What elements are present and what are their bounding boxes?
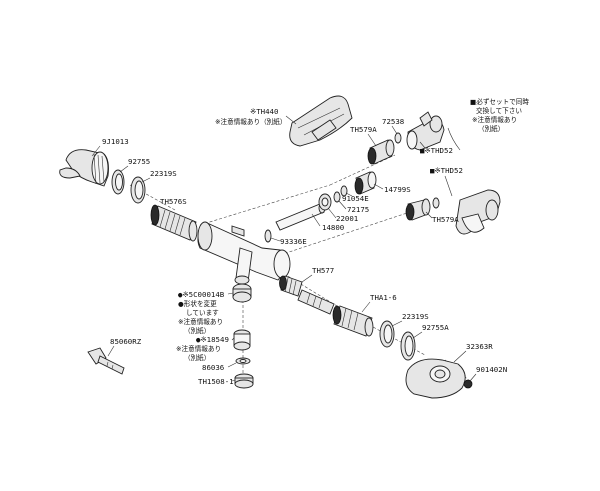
- part-72175-washer: [333, 191, 341, 203]
- note-bottom-1: ※注意情報あり: [176, 344, 221, 353]
- label-thd52-top: ■※THD52: [420, 146, 453, 155]
- label-5c00014b: ●※5C00014B: [178, 290, 225, 299]
- part-th576s-cartridge: [150, 204, 198, 242]
- label-th440: ※TH440: [250, 107, 278, 116]
- label-72538: 72538: [382, 117, 404, 126]
- label-14800: 14800: [322, 223, 344, 232]
- part-th440-cover: [289, 95, 353, 147]
- label-th440-note: ※注意情報あり（別紙）: [215, 117, 286, 126]
- label-9j1013: 9J1013: [102, 137, 129, 146]
- part-th579a-top: [367, 139, 395, 165]
- part-main-body: [197, 221, 291, 285]
- label-86036: 86036: [202, 363, 224, 372]
- label-92755: 92755: [128, 157, 150, 166]
- label-91054e: 91054E: [342, 194, 369, 203]
- label-901402n: 901402N: [476, 365, 507, 374]
- label-th579a-top: TH579A: [350, 125, 377, 134]
- part-22319s-bottom-ring: [379, 320, 395, 348]
- label-14799s: 14799S: [384, 185, 411, 194]
- label-thd52-mid: ■※THD52: [430, 166, 463, 175]
- label-18549: ●※18549: [196, 335, 229, 344]
- part-85060rz-key: [87, 347, 125, 375]
- note-shape-3: ※注意情報あり: [178, 317, 223, 326]
- label-92755a: 92755A: [422, 323, 449, 332]
- part-72538-washer: [394, 132, 402, 144]
- part-92755-ring: [111, 169, 125, 195]
- label-72175: 72175: [347, 205, 369, 214]
- label-tha1-6: THA1-6: [370, 293, 397, 302]
- part-93336e-ring: [264, 229, 272, 243]
- part-tha1-6-cartridge: [332, 305, 374, 337]
- part-5c00014b-aerator: [232, 283, 252, 303]
- part-32363r-handle: [405, 358, 466, 399]
- part-18549-aerator: [233, 329, 251, 351]
- label-85060rz: 85060RZ: [110, 337, 142, 346]
- note-set-3: ※注意情報あり: [472, 115, 517, 124]
- note-set-4: （別紙）: [478, 124, 504, 133]
- label-22319s-bottom: 22319S: [402, 312, 429, 321]
- label-32363r: 32363R: [466, 342, 493, 351]
- part-86036-washer: [235, 357, 251, 365]
- part-inner-spindle: [297, 289, 335, 315]
- part-th1508-1-nut: [234, 373, 254, 389]
- part-91054e-ring: [340, 185, 348, 197]
- label-th579a-mid: TH579A: [432, 215, 459, 224]
- note-shape-2: しています: [186, 309, 219, 317]
- note-set-2: 交換して下さい: [476, 106, 522, 115]
- part-901402n-screw: [463, 379, 473, 389]
- part-14799s-fitting: [354, 171, 377, 195]
- note-shape-4: （別紙）: [184, 326, 210, 335]
- note-set-1: ■必ずセットで同時: [470, 97, 529, 106]
- part-thd52-mid-elbow: [455, 189, 501, 235]
- part-22001-nut: [318, 193, 332, 211]
- label-th1508-1: TH1508-1: [198, 377, 234, 386]
- part-14800-pipe: [275, 202, 326, 231]
- label-93336e: 93336E: [280, 237, 307, 246]
- part-th579a-mid: [405, 197, 440, 221]
- part-9j1013-handle: [59, 149, 109, 187]
- label-22001: 22001: [336, 214, 358, 223]
- part-22319s-top-ring: [130, 176, 146, 204]
- note-shape-1: ●形状を変更: [178, 299, 217, 308]
- part-92755a-ring: [400, 331, 416, 361]
- label-th577: TH577: [312, 266, 334, 275]
- part-th577: [279, 275, 303, 297]
- part-thd52-top-elbow: [406, 111, 445, 151]
- label-22319s-top: 22319S: [150, 169, 177, 178]
- note-bottom-2: （別紙）: [184, 353, 210, 362]
- label-th576s: TH576S: [160, 197, 187, 206]
